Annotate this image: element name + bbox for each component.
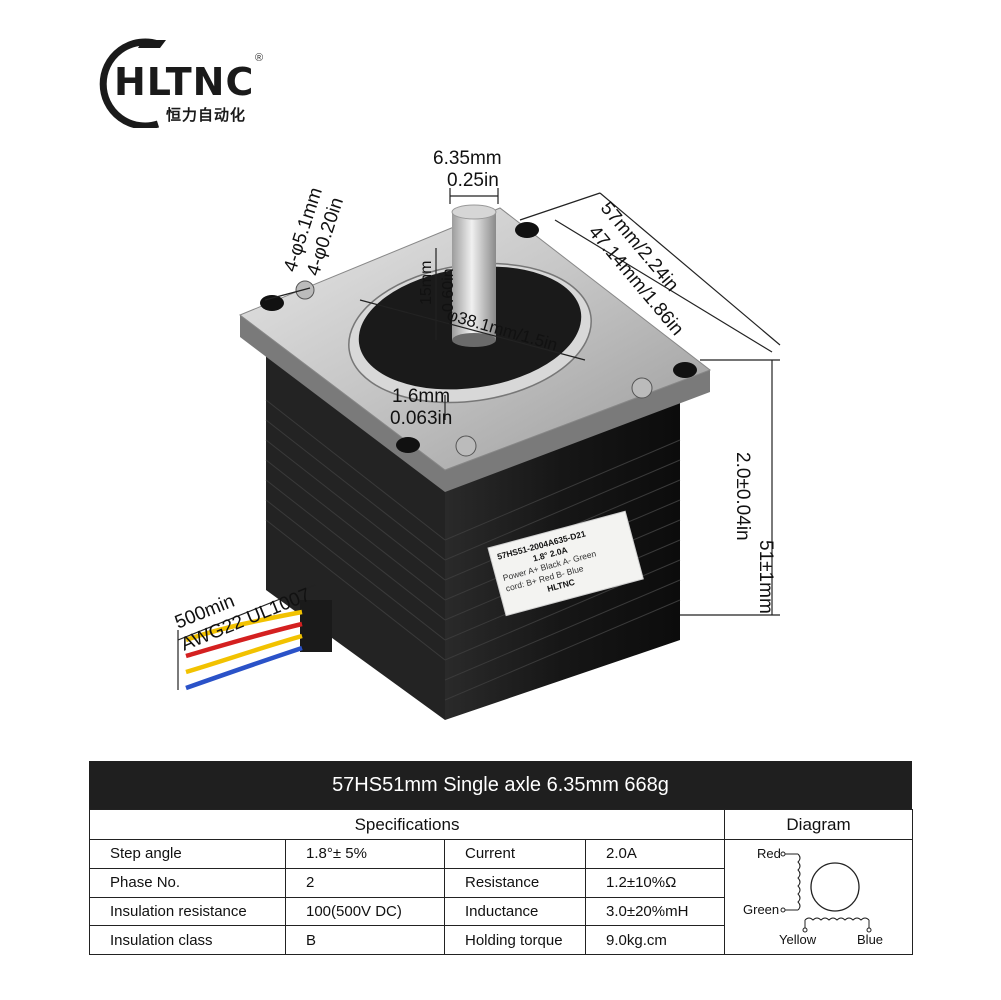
brand-logo: HLTNC 恒力自动化 ® <box>88 38 278 128</box>
diagram-label-green: Green <box>743 902 780 917</box>
dim-shaft-length-mm: 15mm <box>418 260 435 305</box>
spec-value: 1.2±10%Ω <box>584 867 726 898</box>
spec-value: B <box>285 925 445 955</box>
dim-length-mm: 51±1mm <box>755 540 776 614</box>
diagram-header: Diagram <box>724 809 914 840</box>
mount-hole-2 <box>515 222 539 238</box>
registered-mark: ® <box>255 52 264 64</box>
specifications-header: Specifications <box>88 809 726 840</box>
spec-key: Phase No. <box>89 867 286 898</box>
spec-table: 57HS51mm Single axle 6.35mm 668g Specifi… <box>88 761 914 955</box>
dim-boss-height-mm: 1.6mm <box>392 386 451 407</box>
diagram-label-yellow: Yellow <box>779 932 817 947</box>
dim-boss-height-in: 0.063in <box>390 408 453 429</box>
wiring-diagram-icon <box>780 851 872 933</box>
spec-key: Insulation resistance <box>89 896 286 927</box>
mount-hole-4 <box>396 437 420 453</box>
diagram-label-red: Red <box>757 846 781 861</box>
stepper-motor-illustration <box>177 188 781 720</box>
motor-shaft <box>452 212 496 340</box>
spec-key: Holding torque <box>444 925 586 955</box>
spec-key: Resistance <box>444 867 586 898</box>
spec-table-title: 57HS51mm Single axle 6.35mm 668g <box>89 761 912 809</box>
wiring-diagram: Red Green Yellow Blue <box>724 839 914 955</box>
motor-body-left <box>266 345 445 720</box>
spec-key: Inductance <box>444 896 586 927</box>
flange-edge <box>240 315 710 492</box>
wire-red <box>185 621 303 659</box>
spec-key: Step angle <box>89 839 286 869</box>
table-row: Insulation resistance 100(500V DC) Induc… <box>89 896 913 927</box>
spec-value: 2 <box>285 867 445 898</box>
table-row: Step angle 1.8°± 5% Current 2.0A <box>89 839 914 955</box>
mount-hole-1 <box>260 295 284 311</box>
diagram-label-blue: Blue <box>857 932 884 947</box>
spec-value: 9.0kg.cm <box>584 925 726 955</box>
wire-connector <box>300 600 332 652</box>
wire-yellow <box>185 609 303 643</box>
spec-key: Current <box>444 839 586 869</box>
dim-shaft-mm: 6.35mm <box>433 148 502 169</box>
table-row: Phase No. 2 Resistance 1.2±10%Ω <box>89 867 913 898</box>
wire-blue <box>185 645 303 691</box>
dim-length-in: 2.0±0.04in <box>732 452 753 541</box>
dim-shaft-in: 0.25in <box>447 170 499 191</box>
spec-key: Insulation class <box>89 925 286 955</box>
logo-brand-text: HLTNC <box>114 60 255 104</box>
spec-value: 100(500V DC) <box>285 896 445 927</box>
table-row: Insulation class B Holding torque 9.0kg.… <box>89 925 913 955</box>
motor-label-sticker <box>487 510 644 617</box>
spec-value: 3.0±20%mH <box>584 896 726 927</box>
logo-sub-text: 恒力自动化 <box>166 106 247 124</box>
spec-value: 2.0A <box>584 839 726 869</box>
spec-value: 1.8°± 5% <box>285 839 445 869</box>
logo-ring-icon <box>99 38 166 128</box>
mount-hole-3 <box>673 362 697 378</box>
